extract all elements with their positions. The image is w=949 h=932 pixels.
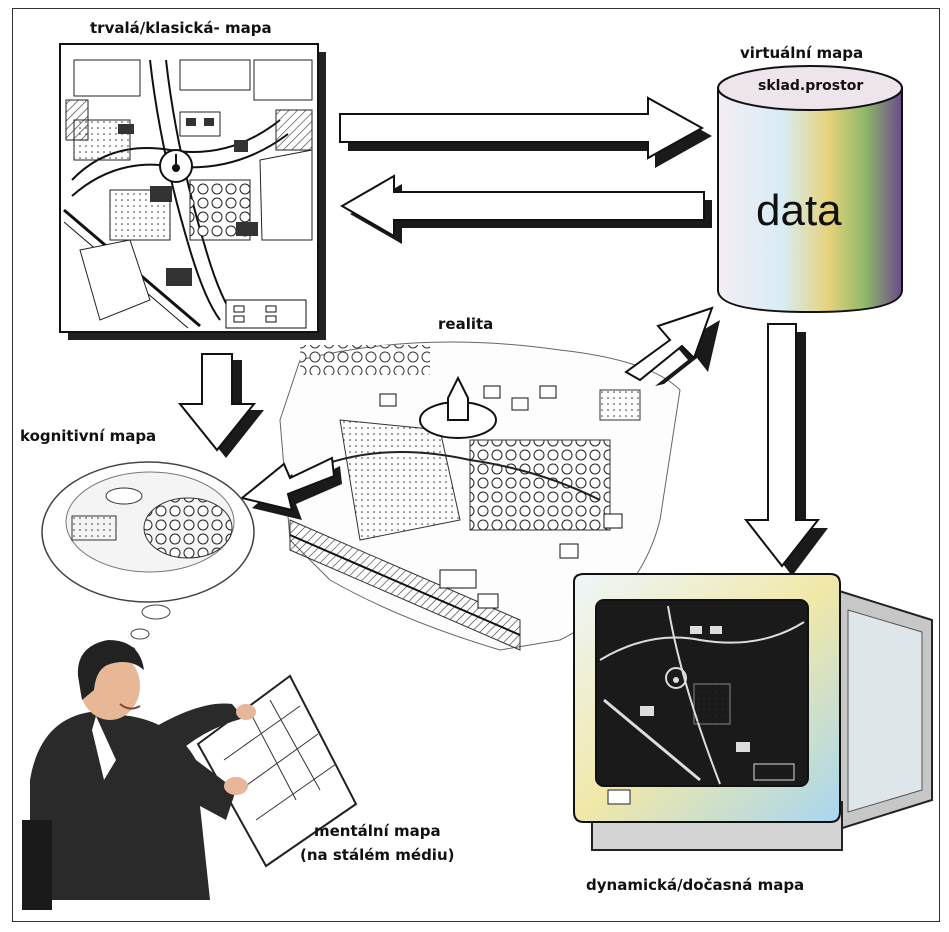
- database-cylinder: [717, 65, 903, 314]
- arrow-to-classic-map: [339, 174, 712, 244]
- thinking-man: [22, 640, 358, 910]
- reality-label: realita: [438, 315, 494, 333]
- virtual-map-label: virtuální mapa: [740, 44, 864, 62]
- mental-map-label-line2: (na stálém médiu): [300, 846, 455, 864]
- classic-map-label: trvalá/klasická- mapa: [90, 19, 272, 37]
- arrow-down-to-cognitive: [177, 353, 264, 458]
- classic-map-drawing: [59, 43, 326, 340]
- reality-city-illustration: [279, 341, 681, 651]
- cognitive-map-bubble: [41, 461, 255, 654]
- mental-map-label-line1: mentální mapa: [314, 822, 441, 840]
- arrow-reality-to-cognitive: [239, 456, 342, 520]
- cognitive-map-label: kognitivní mapa: [20, 427, 157, 445]
- data-label: data: [756, 186, 842, 235]
- arrow-down-to-monitor: [743, 323, 828, 576]
- arrow-to-database: [339, 96, 712, 168]
- crt-monitor: [573, 573, 933, 851]
- arrow-reality-to-database: [624, 306, 720, 386]
- dynamic-map-label: dynamická/dočasná mapa: [586, 876, 805, 894]
- storage-label: sklad.prostor: [758, 78, 864, 94]
